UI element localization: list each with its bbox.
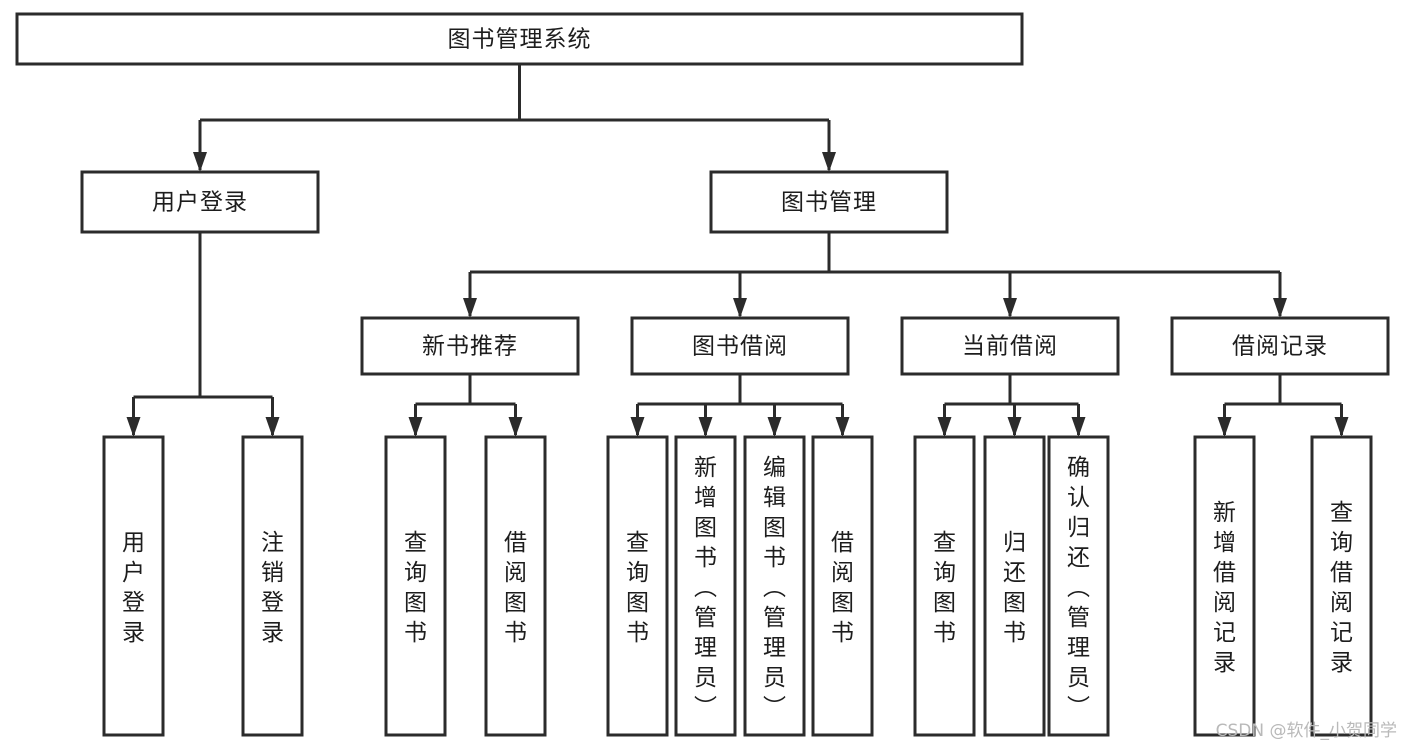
connector-arrowhead xyxy=(733,298,747,318)
node-new-book-recommend[interactable]: 新书推荐 xyxy=(360,316,580,376)
node-leaf-query-book-3-label: 查询图书 xyxy=(933,530,956,646)
node-leaf-borrow-book-2-label: 借阅图书 xyxy=(831,530,854,646)
node-leaf-user-login-label: 用户登录 xyxy=(122,530,145,646)
node-book-manage-box[interactable] xyxy=(709,170,949,234)
node-leaf-query-borrow-record-box[interactable] xyxy=(1310,435,1373,737)
node-leaf-confirm-return-box[interactable] xyxy=(1047,435,1110,737)
node-book-manage-label: 图书管理 xyxy=(781,190,877,216)
node-leaf-query-book-2-box[interactable] xyxy=(606,435,669,737)
connector-arrowhead xyxy=(698,417,713,437)
node-root-图书管理系统[interactable]: 图书管理系统 xyxy=(15,12,1024,66)
node-leaf-logout-login-label: 注销登录 xyxy=(261,530,284,646)
connector-arrowhead xyxy=(508,417,523,437)
node-leaf-confirm-return-label: 确认归还︵管理员︶ xyxy=(1067,455,1090,721)
node-leaf-add-borrow-record-label: 新增借阅记录 xyxy=(1213,500,1236,676)
connector-arrowhead xyxy=(1071,417,1086,437)
node-leaf-add-borrow-record[interactable]: 新增借阅记录 xyxy=(1193,435,1256,737)
node-leaf-logout-login[interactable]: 注销登录 xyxy=(241,435,304,737)
connector-arrowhead xyxy=(126,417,141,437)
node-leaf-edit-book[interactable]: 编辑图书︵管理员︶ xyxy=(743,435,806,737)
node-user-login-label: 用户登录 xyxy=(152,190,248,216)
node-leaf-query-borrow-record-label: 查询借阅记录 xyxy=(1330,500,1353,676)
node-user-login[interactable]: 用户登录 xyxy=(80,170,320,234)
node-current-borrow[interactable]: 当前借阅 xyxy=(900,316,1120,376)
connector-arrowhead xyxy=(835,417,850,437)
connector-arrowhead xyxy=(463,298,477,318)
node-leaf-borrow-book-1-box[interactable] xyxy=(484,435,547,737)
connector-arrowhead xyxy=(1217,417,1232,437)
node-leaf-add-book-box[interactable] xyxy=(674,435,737,737)
node-current-borrow-box[interactable] xyxy=(900,316,1120,376)
node-leaf-query-book-3[interactable]: 查询图书 xyxy=(913,435,976,737)
node-new-book-recommend-box[interactable] xyxy=(360,316,580,376)
node-leaf-query-book-2[interactable]: 查询图书 xyxy=(606,435,669,737)
node-leaf-user-login-box[interactable] xyxy=(102,435,165,737)
node-new-book-recommend-label: 新书推荐 xyxy=(422,334,518,360)
node-leaf-return-book[interactable]: 归还图书 xyxy=(983,435,1046,737)
node-leaf-borrow-book-1-label: 借阅图书 xyxy=(504,530,527,646)
connector-arrowhead xyxy=(1003,298,1017,318)
connector-arrowhead xyxy=(1273,298,1287,318)
connector-arrowhead xyxy=(1334,417,1349,437)
node-root-图书管理系统-label: 图书管理系统 xyxy=(448,27,592,53)
node-book-borrow-box[interactable] xyxy=(630,316,850,376)
connector-arrowhead xyxy=(937,417,952,437)
node-leaf-edit-book-label: 编辑图书︵管理员︶ xyxy=(763,455,786,721)
node-leaf-add-borrow-record-box[interactable] xyxy=(1193,435,1256,737)
node-root-图书管理系统-box[interactable] xyxy=(15,12,1024,66)
node-leaf-return-book-box[interactable] xyxy=(983,435,1046,737)
connector-arrowhead xyxy=(408,417,423,437)
node-borrow-record-label: 借阅记录 xyxy=(1232,334,1328,360)
node-leaf-query-book-1[interactable]: 查询图书 xyxy=(384,435,447,737)
connector-arrowhead xyxy=(767,417,782,437)
node-user-login-box[interactable] xyxy=(80,170,320,234)
connector-arrowhead xyxy=(630,417,645,437)
node-current-borrow-label: 当前借阅 xyxy=(962,334,1058,360)
node-leaf-confirm-return[interactable]: 确认归还︵管理员︶ xyxy=(1047,435,1110,737)
node-leaf-user-login[interactable]: 用户登录 xyxy=(102,435,165,737)
node-leaf-borrow-book-2-box[interactable] xyxy=(811,435,874,737)
connector-arrowhead xyxy=(822,152,836,172)
node-leaf-add-book-label: 新增图书︵管理员︶ xyxy=(694,455,717,721)
node-leaf-query-borrow-record[interactable]: 查询借阅记录 xyxy=(1310,435,1373,737)
node-book-manage[interactable]: 图书管理 xyxy=(709,170,949,234)
connector-arrowhead xyxy=(193,152,207,172)
node-leaf-borrow-book-2[interactable]: 借阅图书 xyxy=(811,435,874,737)
node-book-borrow[interactable]: 图书借阅 xyxy=(630,316,850,376)
connector-arrowhead xyxy=(1007,417,1022,437)
node-leaf-query-book-1-label: 查询图书 xyxy=(404,530,427,646)
node-leaf-query-book-1-box[interactable] xyxy=(384,435,447,737)
node-book-borrow-label: 图书借阅 xyxy=(692,334,788,360)
node-leaf-edit-book-box[interactable] xyxy=(743,435,806,737)
node-leaf-logout-login-box[interactable] xyxy=(241,435,304,737)
node-borrow-record-box[interactable] xyxy=(1170,316,1390,376)
connector-layer xyxy=(126,64,1349,437)
node-borrow-record[interactable]: 借阅记录 xyxy=(1170,316,1390,376)
node-layer: 图书管理系统用户登录图书管理新书推荐图书借阅当前借阅借阅记录用户登录注销登录查询… xyxy=(15,12,1390,737)
node-leaf-query-book-2-label: 查询图书 xyxy=(626,530,649,646)
node-leaf-add-book[interactable]: 新增图书︵管理员︶ xyxy=(674,435,737,737)
node-leaf-borrow-book-1[interactable]: 借阅图书 xyxy=(484,435,547,737)
connector-arrowhead xyxy=(265,417,280,437)
node-leaf-query-book-3-box[interactable] xyxy=(913,435,976,737)
node-leaf-return-book-label: 归还图书 xyxy=(1003,530,1026,646)
